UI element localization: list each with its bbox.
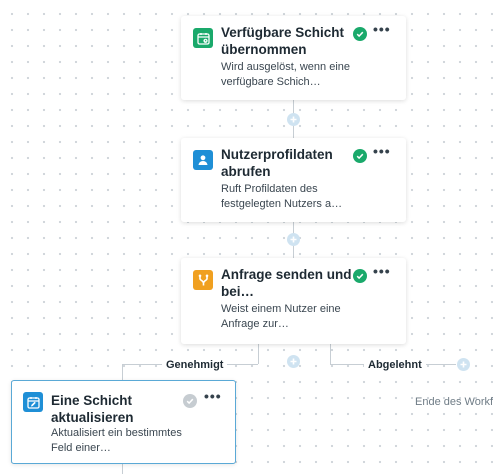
node-icon: [193, 28, 213, 48]
calendar-edit-icon: [26, 396, 40, 409]
status-badge: [353, 269, 367, 283]
connector-line: [330, 344, 331, 364]
node-icon: [193, 270, 213, 290]
branch-icon: [198, 274, 208, 285]
plus-icon: [290, 358, 297, 365]
workflow-node-update-shift[interactable]: Eine Schicht aktualisieren Aktualisiert …: [11, 380, 236, 464]
node-title: Nutzerprofildaten abrufen: [221, 147, 333, 179]
status-badge: [353, 27, 367, 41]
workflow-node-trigger[interactable]: Verfügbare Schicht übernommen Wird ausge…: [181, 16, 406, 100]
add-step-button[interactable]: [287, 233, 300, 246]
check-icon: [356, 153, 364, 160]
node-description: Wird ausgelöst, wenn eine verfügbare Sch…: [221, 61, 351, 88]
node-description: Weist einem Nutzer eine Anfrage zur…: [221, 303, 341, 330]
connector-line: [122, 463, 123, 474]
branch-label-approved: Genehmigt: [162, 358, 228, 372]
status-badge: [183, 394, 197, 408]
connector-line: [258, 344, 259, 364]
node-description: Aktualisiert ein bestimmtes Feld einer…: [51, 427, 182, 454]
node-title: Verfügbare Schicht übernommen: [221, 25, 345, 57]
plus-icon: [290, 116, 297, 123]
check-icon: [186, 398, 194, 405]
node-icon: [193, 150, 213, 170]
node-icon: [23, 392, 43, 412]
node-title: Anfrage senden und bei…: [221, 267, 352, 299]
workflow-node-fetch-profile[interactable]: Nutzerprofildaten abrufen Ruft Profildat…: [181, 138, 406, 222]
plus-icon: [460, 361, 467, 368]
add-step-button[interactable]: [287, 113, 300, 126]
calendar-clock-icon: [196, 32, 210, 45]
check-icon: [356, 31, 364, 38]
add-step-button[interactable]: [287, 355, 300, 368]
more-options-button[interactable]: •••: [373, 263, 391, 279]
workflow-node-send-request[interactable]: Anfrage senden und bei… Weist einem Nutz…: [181, 258, 406, 344]
more-options-button[interactable]: •••: [204, 388, 222, 404]
more-options-button[interactable]: •••: [373, 21, 391, 37]
branch-label-rejected: Abgelehnt: [364, 358, 426, 372]
node-description: Ruft Profildaten des festgelegten Nutzer…: [221, 183, 343, 210]
check-icon: [356, 273, 364, 280]
node-title: Eine Schicht aktualisieren: [51, 393, 134, 425]
more-options-button[interactable]: •••: [373, 143, 391, 159]
user-icon: [198, 155, 208, 165]
status-badge: [353, 149, 367, 163]
add-step-button-rejected-branch[interactable]: [457, 358, 470, 371]
connector-line: [122, 364, 123, 380]
plus-icon: [290, 236, 297, 243]
end-of-workflow-label: Ende des Workfl: [415, 396, 493, 408]
